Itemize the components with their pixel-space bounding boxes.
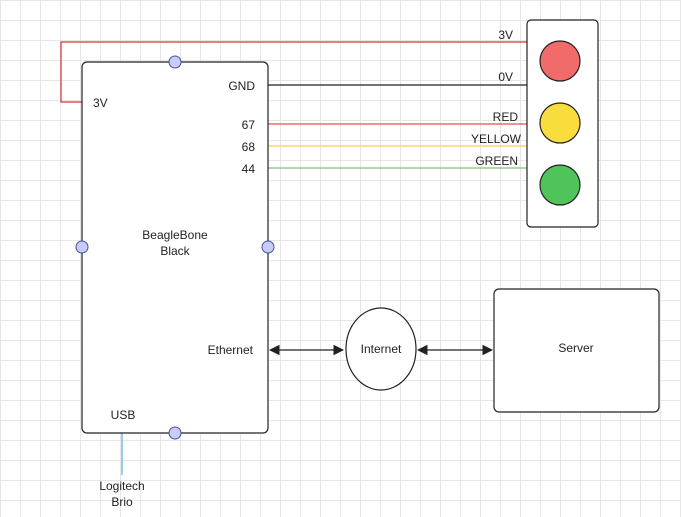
- pin-gnd-label: GND: [228, 79, 255, 93]
- ethernet-port-label: Ethernet: [208, 343, 254, 357]
- server-box[interactable]: [493, 288, 660, 413]
- pin-67-label: 67: [242, 118, 256, 132]
- server-label: Server: [558, 341, 593, 355]
- internet-label: Internet: [361, 342, 402, 356]
- usb-port-label: USB: [111, 408, 136, 422]
- connection-handle-left[interactable]: [75, 240, 89, 254]
- pin-68-label: 68: [242, 140, 256, 154]
- connection-handle-top[interactable]: [168, 55, 182, 69]
- pin-3v-label: 3V: [93, 96, 108, 110]
- camera-label-line1: Logitech: [99, 479, 144, 493]
- pin-44-label: 44: [242, 162, 256, 176]
- red-light: [539, 40, 581, 82]
- power-wire: [60, 41, 528, 103]
- connection-handle-bottom[interactable]: [168, 426, 182, 440]
- ground-wire-label: 0V: [498, 70, 513, 84]
- camera-label-line2: Brio: [111, 495, 133, 509]
- power-wire-label: 3V: [498, 28, 513, 42]
- connection-handle-right[interactable]: [261, 240, 275, 254]
- red-wire-label: RED: [493, 110, 519, 124]
- board-name-line2: Black: [160, 244, 190, 258]
- board-name-line1: BeagleBone: [142, 228, 208, 242]
- green-light: [539, 164, 581, 206]
- yellow-light: [539, 102, 581, 144]
- internet-node[interactable]: [345, 307, 417, 391]
- yellow-wire-label: YELLOW: [471, 132, 522, 146]
- green-wire-label: GREEN: [475, 154, 518, 168]
